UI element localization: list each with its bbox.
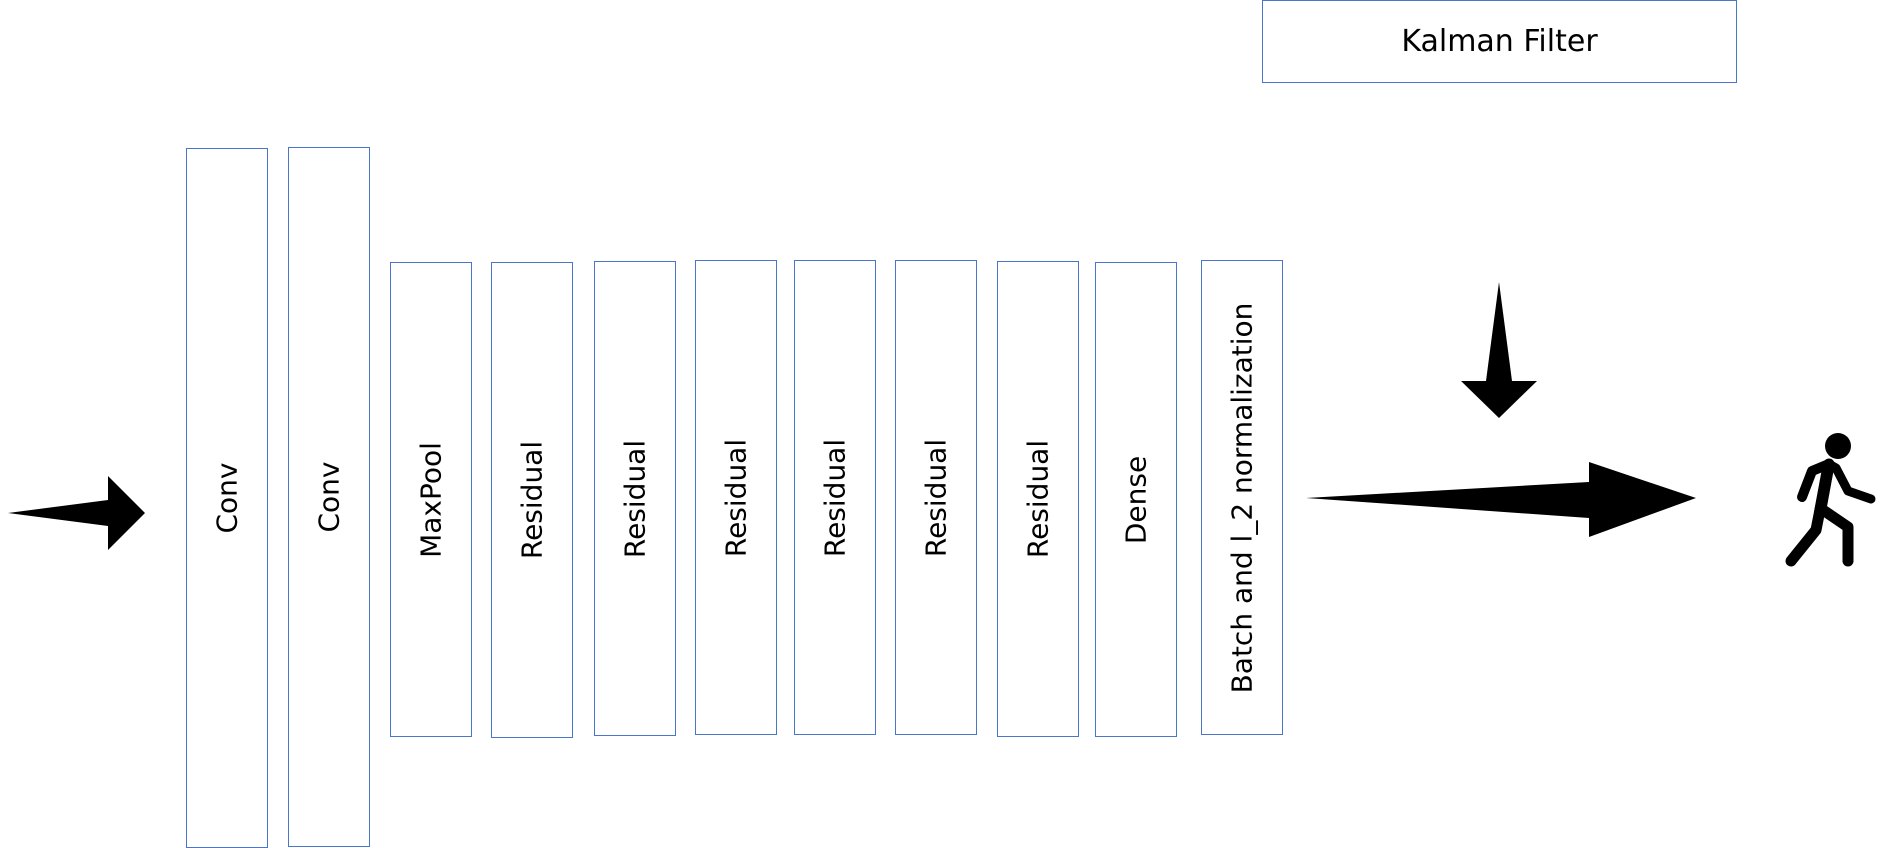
layer-residual-1: Residual (491, 262, 573, 738)
layer-label: Residual (618, 439, 652, 558)
layer-conv-2: Conv (288, 147, 370, 847)
layer-residual-6: Residual (997, 261, 1079, 737)
arrow-right-icon (8, 476, 145, 550)
layer-label: Residual (515, 440, 549, 560)
layer-residual-3: Residual (695, 260, 777, 735)
layer-label: Residual (818, 438, 852, 557)
layer-batch-l2-normalization: Batch and l_2 normalization (1201, 260, 1283, 735)
layer-maxpool: MaxPool (390, 262, 472, 737)
kalman-filter-label: Kalman Filter (1401, 24, 1598, 59)
layer-residual-5: Residual (895, 260, 977, 735)
layer-dense: Dense (1095, 262, 1177, 737)
arrow-right-icon (1306, 462, 1696, 537)
layer-label: Conv (210, 462, 244, 534)
layer-residual-4: Residual (794, 260, 876, 735)
arrow-down-icon (1461, 282, 1537, 418)
layer-label: Residual (719, 438, 753, 557)
kalman-filter-box: Kalman Filter (1262, 0, 1737, 83)
layer-label: MaxPool (414, 441, 448, 558)
layer-conv-1: Conv (186, 148, 268, 848)
layer-label: Conv (312, 461, 346, 533)
layer-label: Residual (919, 438, 953, 557)
layer-label: Batch and l_2 normalization (1225, 302, 1259, 693)
layer-label: Residual (1021, 439, 1055, 559)
walking-person-icon (1785, 433, 1876, 567)
layer-residual-2: Residual (594, 261, 676, 736)
layer-label: Dense (1119, 455, 1153, 544)
